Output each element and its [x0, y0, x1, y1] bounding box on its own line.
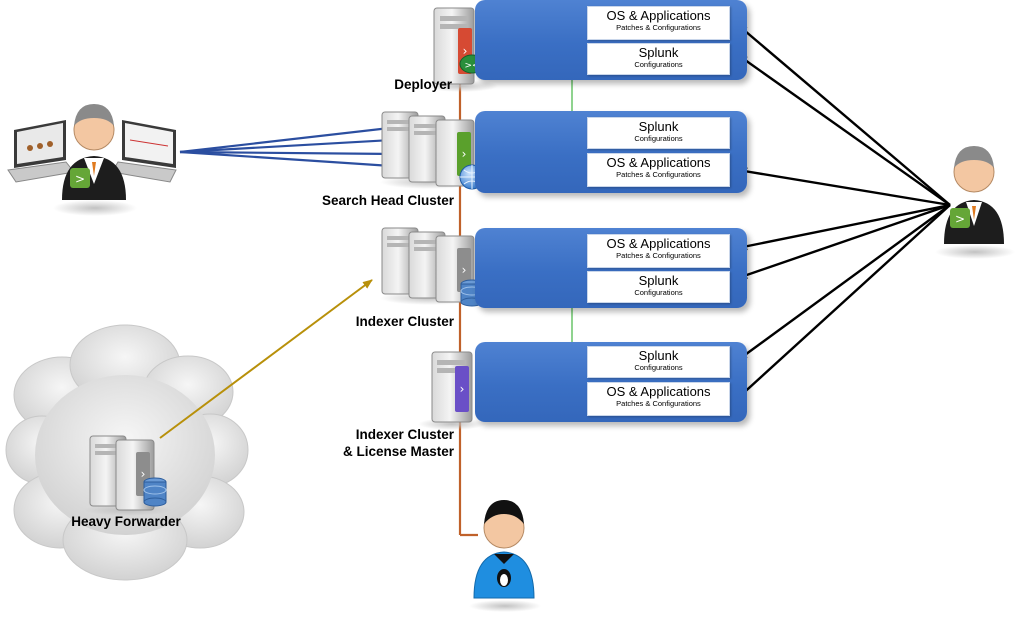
license-master-splunk-box: Splunk Configurations	[587, 346, 730, 378]
box-title: Splunk	[638, 273, 679, 288]
box-title: OS & Applications	[606, 155, 711, 170]
box-title: OS & Applications	[606, 384, 711, 399]
box-subtitle: Patches & Configurations	[616, 170, 701, 179]
admin-connection-lines	[179, 126, 393, 168]
box-subtitle: Configurations	[634, 363, 683, 372]
deployer-label: Deployer	[394, 77, 452, 92]
heavy-forwarder-label: Heavy Forwarder	[71, 514, 181, 529]
sync-connectors	[571, 59, 586, 366]
deployer-os-box: OS & Applications Patches & Configuratio…	[587, 6, 730, 40]
deployer-splunk-box: Splunk Configurations	[587, 43, 730, 75]
svg-text:›: ›	[460, 382, 465, 396]
search-head-cluster-label: Search Head Cluster	[321, 193, 454, 208]
license-master-label-line2: & License Master	[342, 444, 454, 459]
box-subtitle: Patches & Configurations	[616, 251, 701, 260]
search-head-os-box: OS & Applications Patches & Configuratio…	[587, 153, 730, 187]
database-icon	[143, 477, 167, 507]
search-head-splunk-box: Splunk Configurations	[587, 117, 730, 149]
box-subtitle: Configurations	[634, 134, 683, 143]
splunk-user-with-laptops-icon: >	[7, 104, 177, 216]
svg-text:›: ›	[462, 263, 467, 277]
box-title: OS & Applications	[606, 8, 711, 23]
heavy-forwarder-servers-icon: ›	[84, 435, 172, 516]
search-head-servers-icon: ›	[380, 111, 485, 190]
box-title: Splunk	[638, 348, 679, 363]
svg-text:›: ›	[141, 467, 146, 481]
indexer-cluster-label: Indexer Cluster	[355, 314, 454, 329]
license-master-os-box: OS & Applications Patches & Configuratio…	[587, 382, 730, 416]
config-admin-user-icon: >	[935, 146, 1015, 259]
indexer-splunk-box: Splunk Configurations	[587, 271, 730, 303]
svg-text:><: ><	[464, 61, 479, 71]
box-title: OS & Applications	[606, 236, 711, 251]
svg-text:>: >	[75, 172, 85, 186]
config-admin-arrows	[737, 24, 951, 399]
box-subtitle: Patches & Configurations	[616, 399, 701, 408]
license-master-label-line1: Indexer Cluster	[355, 427, 454, 442]
forwarder-arrow	[159, 279, 373, 439]
indexer-cluster-servers-icon: ›	[380, 227, 484, 307]
license-master-server-icon: ›	[418, 351, 486, 430]
box-subtitle: Configurations	[634, 60, 683, 69]
linux-user-icon	[469, 500, 541, 612]
svg-text:>: >	[955, 212, 965, 226]
box-title: Splunk	[638, 45, 679, 60]
box-subtitle: Configurations	[634, 288, 683, 297]
box-title: Splunk	[638, 119, 679, 134]
box-subtitle: Patches & Configurations	[616, 23, 701, 32]
svg-text:›: ›	[462, 147, 467, 161]
indexer-os-box: OS & Applications Patches & Configuratio…	[587, 234, 730, 268]
svg-text:›: ›	[463, 44, 468, 58]
